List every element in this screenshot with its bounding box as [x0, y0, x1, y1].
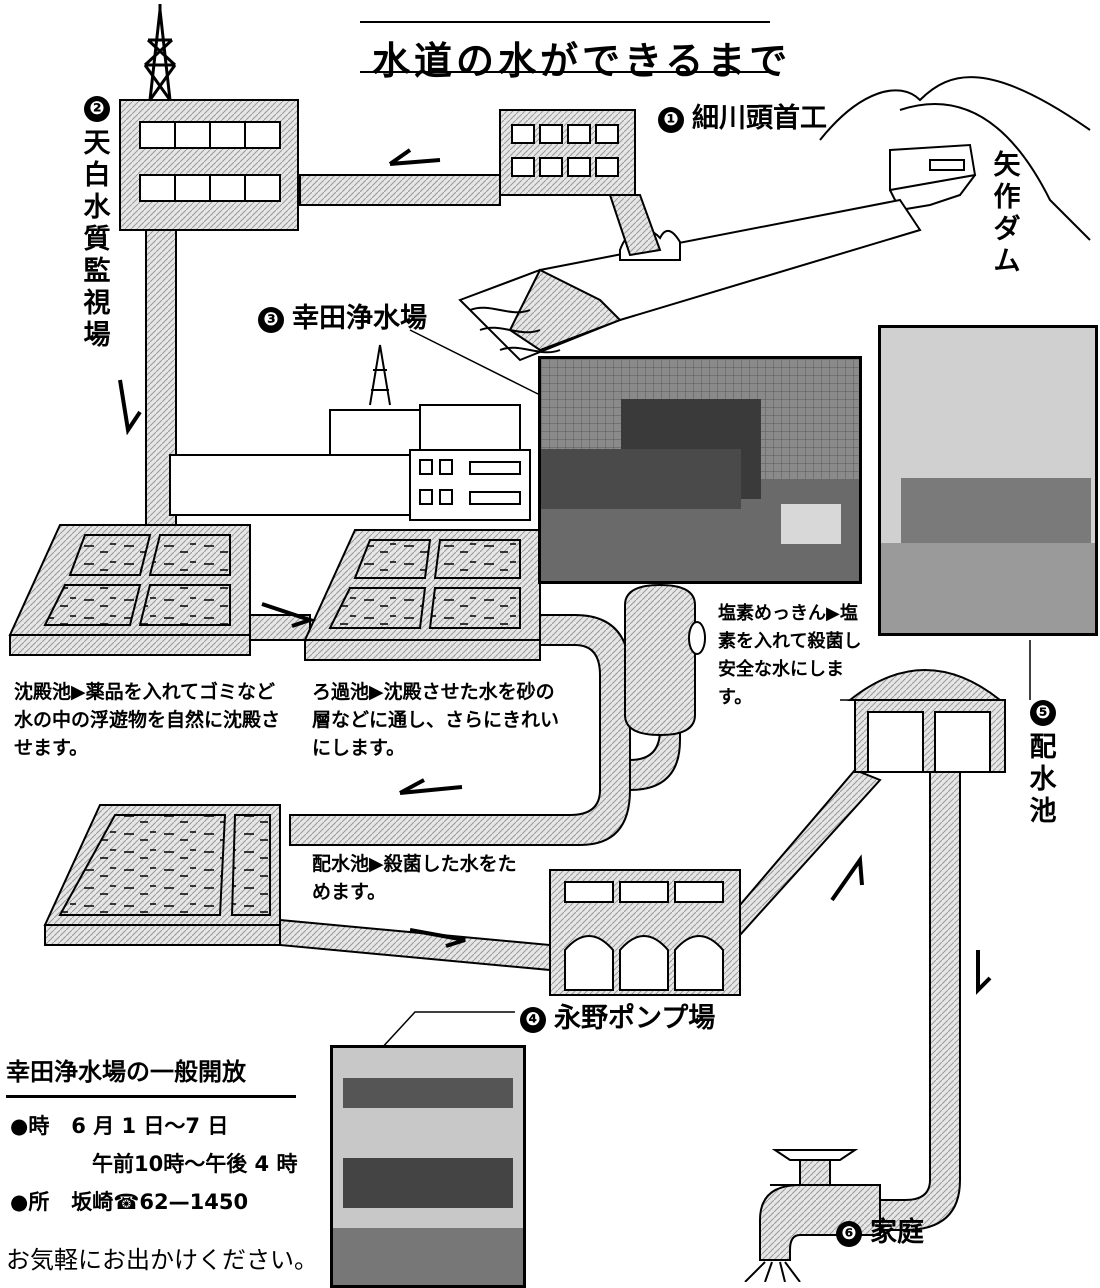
monitoring-station-building: [119, 99, 299, 231]
leader-plant: [409, 329, 541, 396]
leader-lines: [379, 640, 1031, 1051]
pump-station-photo: [330, 1045, 526, 1288]
page-title: 水道の水ができるまで: [372, 39, 792, 83]
station-5-label: ❺ 配水 池: [1029, 700, 1057, 827]
flow-arrows: [118, 148, 992, 995]
open-house-dates: ●時 6 月 1 日〜7 日: [10, 1114, 229, 1138]
open-house-title: 幸田浄水場の一般開放: [6, 1052, 296, 1098]
dam-label: 矢作 ダム: [993, 150, 1021, 277]
open-house-footer: お気軽にお出かけください。: [6, 1246, 318, 1274]
tower-icon: [143, 4, 177, 101]
chlorine-tank: [624, 583, 706, 737]
open-house-place: ●所 坂崎☎62—1450: [10, 1190, 249, 1214]
clear-water-reservoir: [43, 804, 281, 946]
station-2-label: ❷ 天白 水質 監視 場: [83, 96, 111, 351]
pipe-pump-tower: [739, 768, 882, 938]
reservoir-photo: [878, 325, 1098, 636]
distribution-tower: [847, 669, 1006, 773]
pipe-to-home: [879, 771, 961, 1231]
pipe-reservoir-pump: [279, 918, 551, 972]
pipe-headworks: [299, 174, 662, 257]
sedimentation-basin: [8, 524, 251, 656]
mountain-dam-icon: [819, 76, 1091, 241]
sedimentation-description: 沈殿池▶薬品を入れてゴミなど水の中の浮遊物を自然に沈殿させます。: [14, 681, 281, 759]
open-house-hours: 午前10時〜午後 4 時: [92, 1152, 298, 1176]
title-rule: [360, 21, 770, 73]
filtration-description: ろ過池▶沈殿させた水を砂の層などに通し、さらにきれいにします。: [312, 681, 560, 759]
reservoir-description: 配水池▶殺菌した水をためます。: [312, 853, 517, 903]
filtration-basin: [303, 529, 541, 661]
faucet-icon: [744, 1149, 881, 1282]
chlorine-description: 塩素めっきん▶塩素を入れて殺菌し安全な水にします。: [718, 603, 862, 708]
pump-station-building: [549, 869, 741, 996]
purification-plant-building: [169, 344, 531, 521]
plant-photo: [538, 356, 862, 584]
river-icon: [458, 198, 922, 362]
headworks-building: [499, 109, 636, 196]
